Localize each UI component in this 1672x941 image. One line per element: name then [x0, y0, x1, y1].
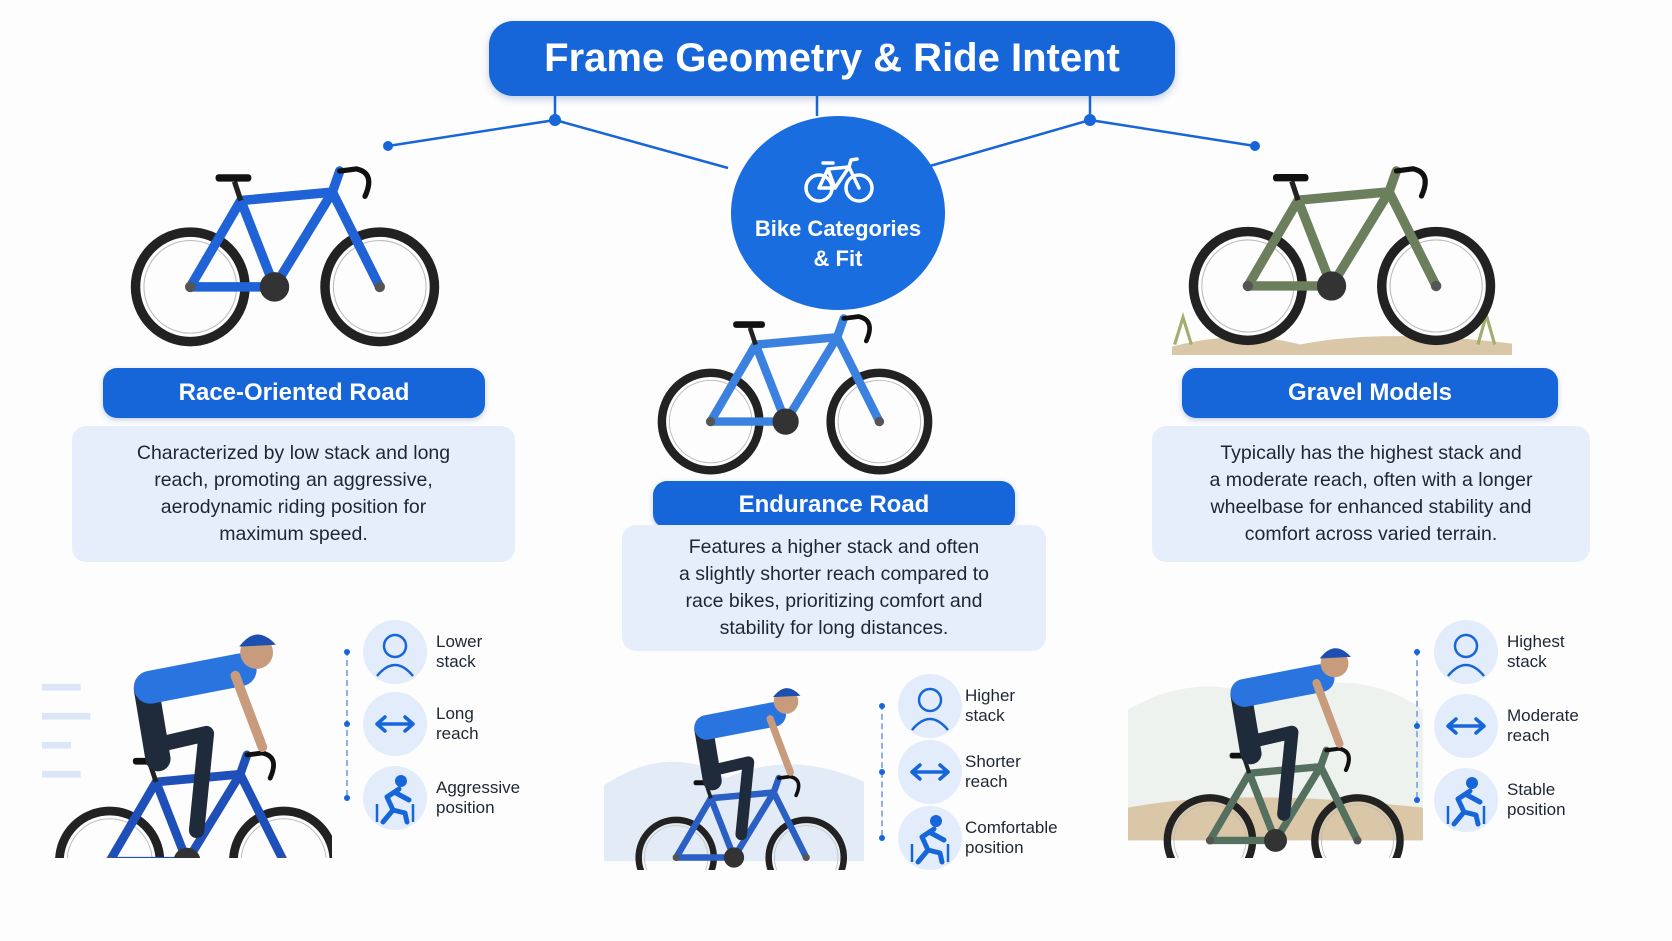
feature-label-race: Aggressive position — [436, 778, 521, 817]
race-bike-illustration — [115, 150, 455, 350]
feature-label-gravel: Highest stack — [1507, 632, 1565, 671]
description-endurance: Features a higher stack and often a slig… — [622, 525, 1046, 651]
bicycle-icon — [804, 157, 874, 203]
title-banner: Frame Geometry & Ride Intent — [489, 21, 1175, 96]
bracket-dot — [879, 703, 885, 709]
double-arrow-icon — [363, 692, 427, 756]
description-gravel: Typically has the highest stack and a mo… — [1152, 426, 1590, 562]
rider-head-icon — [1434, 620, 1498, 684]
double-arrow-icon — [898, 740, 962, 804]
bracket-dot — [344, 649, 350, 655]
hub-circle: Bike Categories & Fit — [731, 116, 945, 310]
hub-label: Bike Categories & Fit — [754, 216, 922, 271]
category-name: Race-Oriented Road — [178, 379, 410, 406]
feature-label-gravel: Moderate reach — [1507, 706, 1579, 745]
double-arrow-icon — [1434, 694, 1498, 758]
feature-label-race: Lower stack — [436, 632, 483, 671]
bracket-dot — [879, 769, 885, 775]
rider-head-icon — [898, 674, 962, 738]
category-name: Gravel Models — [1287, 379, 1453, 406]
description-text: Typically has the highest stack and a mo… — [1209, 442, 1533, 545]
description-text: Features a higher stack and often a slig… — [679, 536, 989, 639]
description-text: Characterized by low stack and long reac… — [136, 442, 451, 545]
gravel-bike-illustration — [1172, 150, 1512, 355]
feature-label-endurance: Shorter reach — [965, 752, 1021, 791]
endurance-bike-illustration — [645, 290, 945, 480]
rider-posture-icon — [1434, 768, 1498, 832]
feature-label-race: Long reach — [436, 704, 479, 743]
feature-label-endurance: Comfortable position — [965, 818, 1058, 857]
endurance-rider-illustration — [604, 668, 864, 870]
category-pill-gravel: Gravel Models — [1182, 368, 1558, 418]
rider-posture-icon — [898, 806, 962, 870]
page-title: Frame Geometry & Ride Intent — [544, 36, 1120, 80]
bracket-dot — [1414, 649, 1420, 655]
description-race: Characterized by low stack and long reac… — [72, 426, 515, 562]
bracket-dot — [1414, 797, 1420, 803]
bracket-dot — [879, 835, 885, 841]
gravel-rider-illustration — [1128, 618, 1423, 858]
race-rider-illustration — [42, 618, 332, 858]
bracket-dot — [344, 721, 350, 727]
feature-label-gravel: Stable position — [1507, 780, 1566, 819]
rider-head-icon — [363, 620, 427, 684]
bracket-dot — [1414, 723, 1420, 729]
bracket-dot — [344, 795, 350, 801]
rider-posture-icon — [363, 766, 427, 830]
category-name: Endurance Road — [738, 490, 930, 518]
category-pill-race: Race-Oriented Road — [103, 368, 485, 418]
feature-label-endurance: Higher stack — [965, 686, 1016, 725]
category-pill-endurance: Endurance Road — [653, 481, 1015, 528]
